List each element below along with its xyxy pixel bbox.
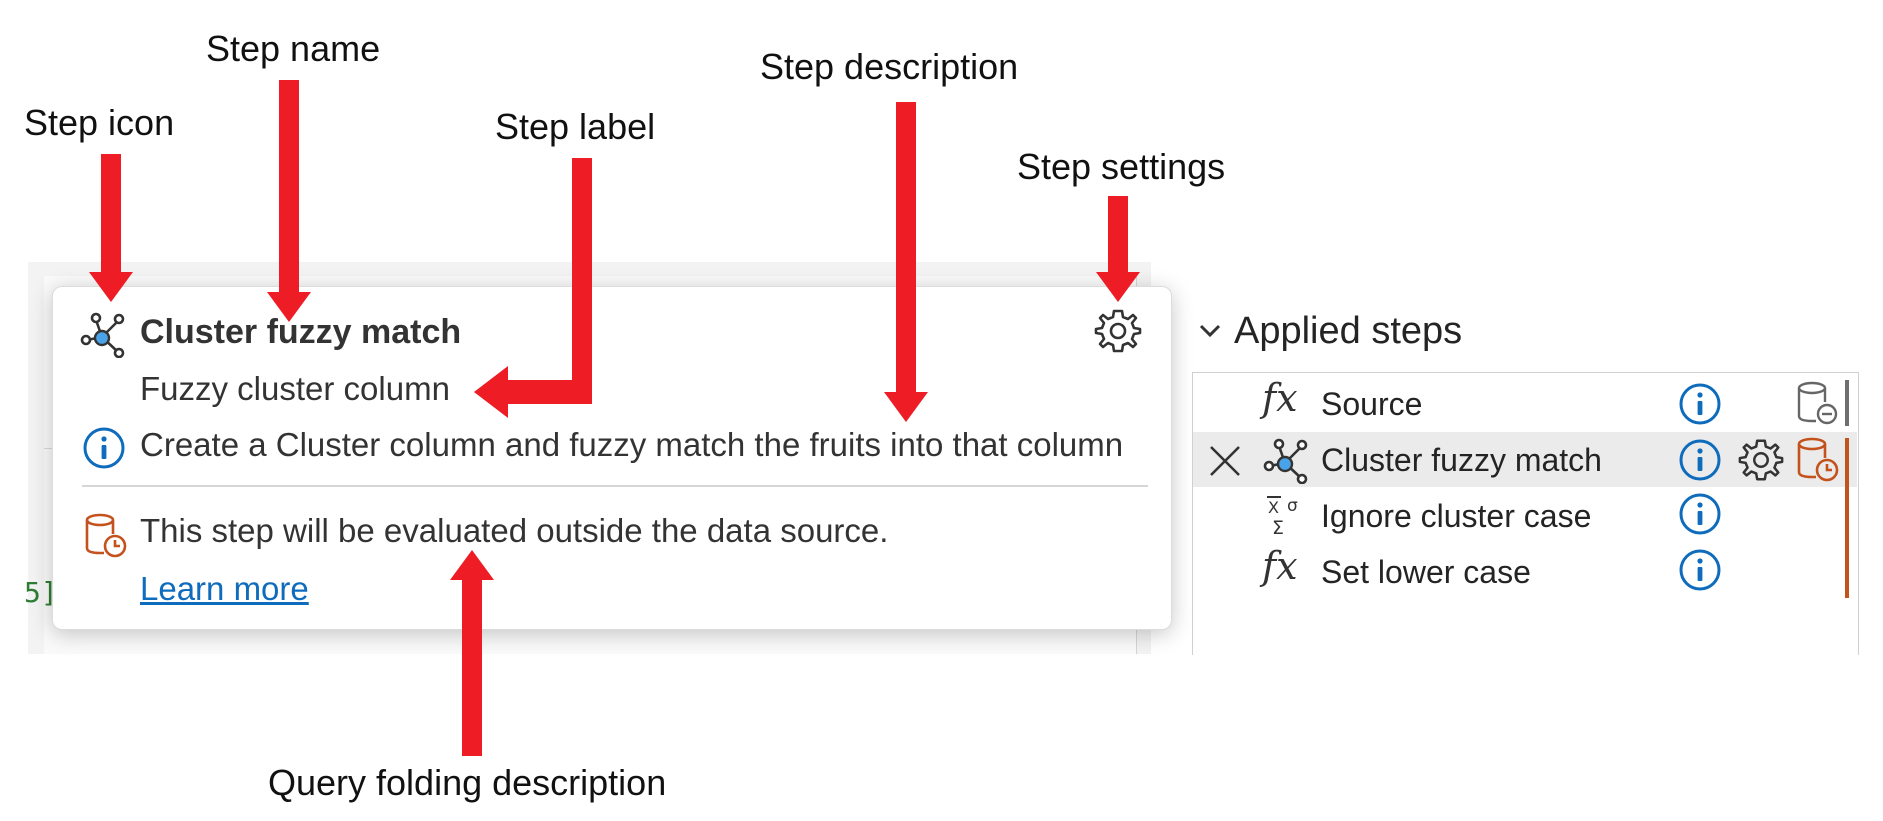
- arrow-step-description: [884, 102, 928, 422]
- arrow-step-name: [267, 80, 311, 322]
- callout-step-icon: Step icon: [24, 102, 175, 143]
- not-folded-icon: [1797, 437, 1839, 482]
- step-row-label: Source: [1321, 386, 1423, 422]
- step-description: Create a Cluster column and fuzzy match …: [140, 426, 1124, 463]
- info-icon: [83, 427, 125, 469]
- applied-steps-header: Applied steps: [1234, 310, 1463, 352]
- step-row-label: Set lower case: [1321, 554, 1531, 590]
- folding-indicator-bar: [1845, 380, 1849, 426]
- fx-icon: fx: [1262, 544, 1298, 588]
- svg-text:X: X: [1268, 498, 1279, 517]
- svg-text:Σ: Σ: [1272, 517, 1284, 538]
- fx-icon: fx: [1262, 376, 1298, 420]
- gear-icon[interactable]: [1737, 436, 1785, 484]
- arrow-step-label: [474, 158, 592, 418]
- not-folded-icon: [85, 513, 127, 558]
- callout-step-label: Step label: [495, 106, 656, 147]
- cluster-icon: [80, 312, 125, 358]
- step-row-label: Ignore cluster case: [1321, 498, 1592, 534]
- info-icon[interactable]: [1678, 548, 1722, 592]
- learn-more-link[interactable]: Learn more: [140, 570, 309, 607]
- cluster-icon: [1263, 438, 1308, 484]
- arrow-query-folding: [450, 550, 494, 756]
- chevron-down-icon[interactable]: [1197, 320, 1223, 342]
- arrow-step-settings: [1096, 196, 1140, 302]
- step-label: Fuzzy cluster column: [140, 370, 450, 407]
- step-name: Cluster fuzzy match: [140, 313, 462, 351]
- folding-indicator-bar: [1845, 438, 1849, 598]
- info-icon[interactable]: [1678, 438, 1722, 482]
- callout-step-settings: Step settings: [1017, 146, 1226, 187]
- step-flyout: [52, 286, 1172, 630]
- info-icon[interactable]: [1678, 382, 1722, 426]
- callout-step-name: Step name: [206, 28, 381, 69]
- callout-step-description: Step description: [760, 46, 1019, 87]
- delete-step-icon[interactable]: [1207, 443, 1243, 479]
- flyout-divider: [82, 485, 1148, 487]
- arrow-step-icon: [89, 154, 133, 302]
- callout-query-folding: Query folding description: [268, 762, 667, 803]
- data-source-icon: [1797, 381, 1838, 425]
- applied-steps-list: [1192, 372, 1859, 655]
- svg-text:σ: σ: [1287, 496, 1298, 516]
- query-folding-description: This step will be evaluated outside the …: [140, 512, 889, 549]
- gear-icon[interactable]: [1093, 306, 1143, 356]
- step-row-label: Cluster fuzzy match: [1321, 442, 1602, 478]
- info-icon[interactable]: [1678, 492, 1722, 536]
- statistics-icon: X σ Σ: [1267, 496, 1298, 538]
